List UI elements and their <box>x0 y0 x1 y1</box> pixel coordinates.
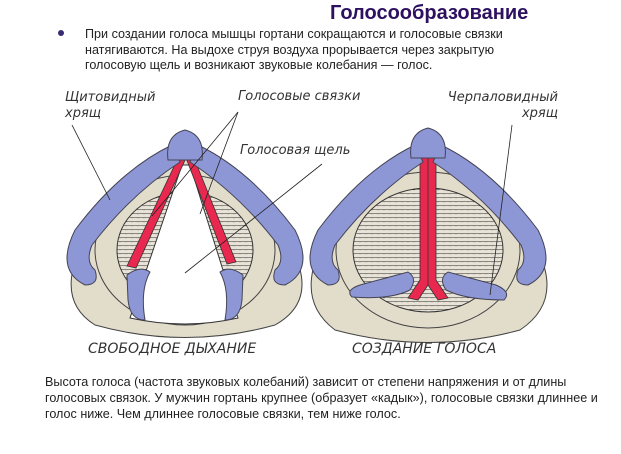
bullet-icon <box>58 30 64 36</box>
thyroid-cartilage-right <box>189 144 304 286</box>
leader-lines <box>71 111 513 296</box>
thyroid-cartilage-left-r <box>309 144 424 286</box>
explanation-text: Высота голоса (частота звуковых колебани… <box>45 375 598 421</box>
slide-title: Голосообразование <box>330 2 529 24</box>
thyroid-cartilage-left <box>66 144 181 286</box>
label-arytenoid-line2: хрящ <box>521 106 558 121</box>
free-breathing-illustration <box>66 129 304 338</box>
label-thyroid-line2: хрящ <box>64 106 101 121</box>
thyroid-knob-right <box>410 127 446 159</box>
glottis-left <box>129 164 239 325</box>
thyroid-cartilage-right-r <box>432 144 547 286</box>
thyroid-knob-left <box>167 129 203 161</box>
intro-text: При создании голоса мышцы гортани сокращ… <box>85 27 503 72</box>
caption-free-breathing: СВОБОДНОЕ ДЫХАНИЕ <box>88 341 256 357</box>
label-thyroid-line1: Щитовидный <box>65 90 156 105</box>
arytenoid-right <box>219 268 244 321</box>
label-vocal-cords: Голосовые связки <box>238 89 360 104</box>
arytenoid-left <box>126 268 151 321</box>
arytenoid-left-r <box>349 271 414 299</box>
voice-production-illustration <box>309 127 548 343</box>
label-arytenoid-line1: Черпаловидный <box>448 90 558 105</box>
caption-voice-production: СОЗДАНИЕ ГОЛОСА <box>352 341 496 357</box>
label-glottis: Голосовая щель <box>240 143 350 158</box>
